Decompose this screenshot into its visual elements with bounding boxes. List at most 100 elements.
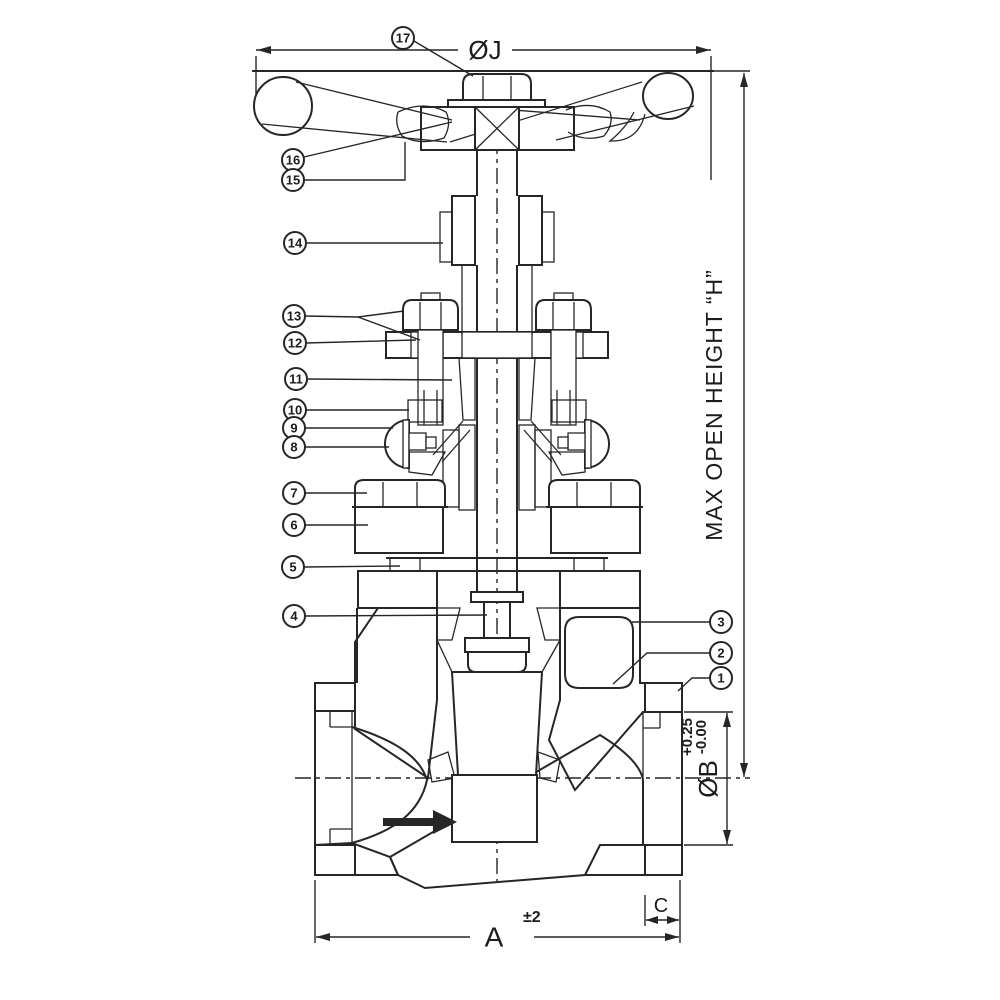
gland-left: [458, 357, 476, 421]
eyebolt-strap-line: [523, 429, 553, 463]
callout-number: 14: [288, 236, 303, 251]
bonnet-nut-left: [354, 479, 446, 508]
callout-14: 14: [283, 231, 443, 255]
seat-lip-right: [537, 751, 561, 783]
cavity-funnel-line: [436, 639, 453, 673]
arrowhead: [646, 916, 658, 924]
eyebolt-wedge-left: [408, 451, 447, 476]
gland-nut-right: [535, 299, 592, 331]
pin-washer-left: [402, 419, 410, 469]
callout-number: 7: [290, 486, 297, 501]
callout-number: 17: [396, 31, 410, 46]
handwheel-rim-right-section: [642, 72, 694, 120]
bonnet-flange-right: [550, 506, 641, 554]
callout-leader: [677, 677, 710, 692]
pin-washer-right: [584, 419, 592, 469]
callout-11: 11: [284, 367, 453, 391]
body-top-flange-left: [357, 570, 438, 609]
eyebolt-strap-line: [530, 420, 562, 456]
callout-9: 9: [282, 416, 393, 440]
callout-number: 11: [289, 372, 303, 387]
eyebolt-wedge-right: [547, 451, 586, 476]
handwheel-spoke-line: [555, 105, 695, 141]
backseat-right: [536, 607, 561, 641]
gasket-right: [573, 557, 605, 572]
stud-end-left: [420, 292, 441, 301]
dim-label-oj: ØJ: [468, 35, 501, 65]
callout-circle: [391, 26, 415, 50]
outlet-flange-bottom: [644, 844, 683, 876]
handwheel-spoke-line: [261, 123, 448, 143]
callout-leader: [306, 378, 453, 381]
callout-circle: [709, 610, 733, 634]
callout-number: 6: [290, 518, 297, 533]
handwheel-nut: [462, 73, 532, 101]
callout-circle: [284, 367, 308, 391]
callout-circle: [281, 168, 305, 192]
gland-flange-stem-hole: [461, 331, 533, 359]
callout-number: 12: [288, 336, 302, 351]
dim-label-bore-tol-plus: +0.25: [679, 718, 696, 756]
callout-circle: [281, 555, 305, 579]
callout-13: 13: [282, 304, 421, 341]
handwheel-rim-left-section: [253, 76, 313, 136]
callout-7: 7: [282, 481, 367, 505]
callout-number: 8: [290, 440, 297, 455]
arrowhead: [696, 46, 710, 54]
callout-5: 5: [281, 555, 401, 579]
pin-slot-left: [408, 432, 427, 451]
dim-label-a: A: [485, 922, 504, 953]
callout-16: 16: [281, 121, 453, 172]
backseat-left: [436, 607, 461, 641]
dim-label-a-tolerance: ±2: [523, 909, 541, 926]
callout-circle: [282, 435, 306, 459]
handwheel-spoke-section-right: [565, 104, 612, 139]
packing-nut-left-tab: [439, 211, 453, 263]
arrowhead: [665, 933, 679, 941]
packing-nut-right: [518, 195, 543, 266]
callout-circle: [282, 513, 306, 537]
inlet-venturi-curve: [351, 726, 429, 844]
pin-section-right: [557, 436, 569, 449]
callout-circle: [282, 604, 306, 628]
callout-leader: [305, 339, 417, 344]
dim-label-c: C: [654, 895, 668, 917]
callout-leader: [303, 565, 401, 568]
flow-arrow-head: [433, 810, 457, 834]
bonnet-group: [352, 479, 643, 572]
cavity-funnel-line: [541, 639, 561, 673]
handwheel-spoke-line: [295, 81, 453, 121]
dimension-bore-b: +0.25 -0.00 ØB: [679, 711, 733, 846]
stud-end-right: [553, 292, 574, 301]
gland-bolt-left: [417, 329, 444, 426]
eyebolt-pin-group: [384, 399, 610, 476]
handwheel-spoke-section-left: [396, 105, 450, 143]
eyebolt-lug-right: [551, 399, 587, 423]
flow-arrow-shaft: [383, 818, 433, 826]
callout-circle: [282, 304, 306, 328]
arrowhead: [723, 830, 731, 844]
arrowhead: [316, 933, 330, 941]
callout-number: 10: [288, 403, 302, 418]
callout-17: 17: [391, 26, 474, 77]
packing-left: [458, 424, 476, 511]
body-bottom-left-band: [314, 841, 400, 876]
callout-3: 3: [632, 610, 733, 634]
disc-cap: [467, 651, 527, 673]
dim-label-bore-tol-minus: -0.00: [693, 720, 710, 754]
outlet-flange-top: [644, 682, 683, 713]
stuffing-box-wall-right: [534, 429, 552, 508]
dimension-face-to-face-a: A ±2: [314, 880, 681, 953]
callout-10: 10: [283, 398, 409, 422]
callout-leader: [304, 614, 488, 617]
callout-number: 16: [286, 153, 300, 168]
gland-nut-left: [402, 299, 459, 331]
handwheel-hub-right: [518, 106, 575, 151]
dim-label-bore: ØB: [693, 760, 723, 798]
callout-number: 4: [290, 609, 298, 624]
arrowhead: [723, 713, 731, 727]
callout-number: 2: [717, 646, 724, 661]
bonnet-nut-right: [548, 479, 641, 508]
arrowhead: [740, 763, 748, 777]
bonnet-flange-left: [354, 506, 444, 554]
